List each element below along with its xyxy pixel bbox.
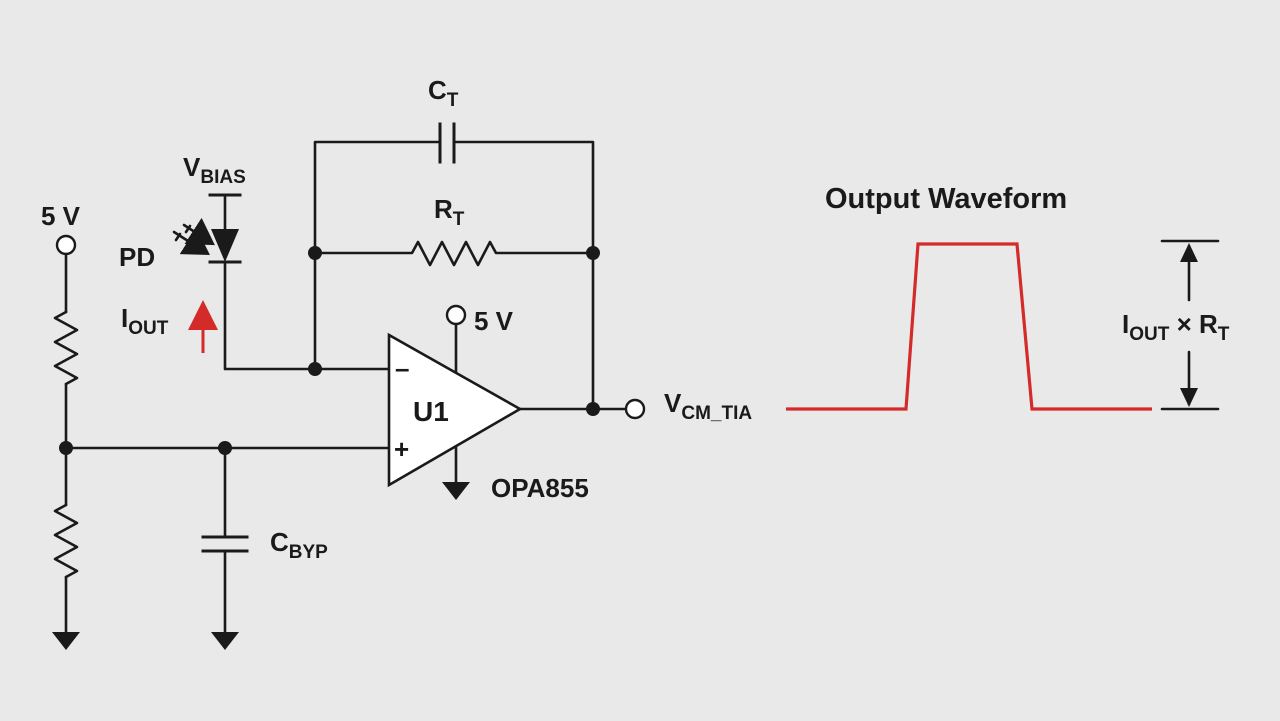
label-vbias-sub: BIAS bbox=[200, 167, 245, 188]
label-opamp-supply: 5 V bbox=[474, 306, 514, 336]
label-iout: IOUT bbox=[121, 303, 169, 339]
label-amp-iout-sub: OUT bbox=[1129, 324, 1170, 345]
label-ct-sub: T bbox=[447, 90, 459, 111]
label-ct-main: C bbox=[428, 75, 447, 105]
photodiode-branch bbox=[172, 193, 391, 371]
opamp-u1 bbox=[387, 304, 646, 500]
output-waveform bbox=[786, 239, 1220, 411]
wire-feedback-right bbox=[454, 140, 595, 411]
ground-symbol-left bbox=[52, 632, 80, 650]
supply-terminal-left bbox=[55, 234, 77, 256]
output-terminal bbox=[624, 398, 646, 420]
label-opamp-part: OPA855 bbox=[491, 473, 589, 503]
label-vbias-main: V bbox=[183, 152, 201, 182]
waveform-title: Output Waveform bbox=[825, 183, 1067, 215]
label-vout-main: V bbox=[664, 388, 682, 418]
ground-symbol-opamp bbox=[442, 482, 470, 500]
wire-feedback-left bbox=[313, 140, 440, 371]
bypass-capacitor-branch bbox=[201, 441, 249, 650]
label-opamp-plus: + bbox=[394, 434, 409, 464]
resistor-upper bbox=[53, 310, 79, 386]
label-cbyp: CBYP bbox=[270, 527, 328, 563]
label-opamp-minus: – bbox=[395, 353, 409, 383]
label-cbyp-sub: BYP bbox=[289, 542, 328, 563]
label-iout-sub: OUT bbox=[128, 318, 169, 339]
waveform-trace bbox=[786, 242, 1152, 411]
label-iout-main: I bbox=[121, 303, 128, 333]
opamp-triangle bbox=[387, 332, 523, 488]
label-rt: RT bbox=[434, 194, 465, 230]
label-ct: CT bbox=[428, 75, 459, 111]
label-amp-rt-main: R bbox=[1199, 309, 1218, 339]
light-rays-icon bbox=[172, 217, 215, 256]
wire-pd-to-minus bbox=[223, 260, 391, 371]
label-vout-sub: CM_TIA bbox=[681, 403, 752, 424]
label-amp-times: × bbox=[1169, 309, 1199, 339]
label-photodiode: PD bbox=[119, 242, 155, 272]
arrow-up-icon bbox=[1180, 243, 1198, 262]
node-output bbox=[586, 402, 600, 416]
arrow-down-icon bbox=[1180, 388, 1198, 407]
resistor-lower bbox=[53, 503, 79, 579]
ground-symbol-bypass bbox=[211, 632, 239, 650]
label-rt-sub: T bbox=[453, 209, 465, 230]
resistor-rt bbox=[313, 240, 595, 267]
photodiode-symbol bbox=[211, 229, 239, 262]
label-opamp-ref: U1 bbox=[413, 396, 449, 427]
label-amp-rt-sub: T bbox=[1218, 324, 1230, 345]
feedback-network bbox=[308, 122, 600, 411]
opamp-supply-terminal bbox=[445, 304, 467, 326]
label-amp-iout-main: I bbox=[1122, 309, 1129, 339]
label-vbias: VBIAS bbox=[183, 152, 246, 188]
label-amplitude: IOUT × RT bbox=[1122, 309, 1230, 345]
label-vout: VCM_TIA bbox=[664, 388, 752, 424]
label-cbyp-main: C bbox=[270, 527, 289, 557]
label-rt-main: R bbox=[434, 194, 453, 224]
label-supply-left: 5 V bbox=[41, 201, 81, 231]
